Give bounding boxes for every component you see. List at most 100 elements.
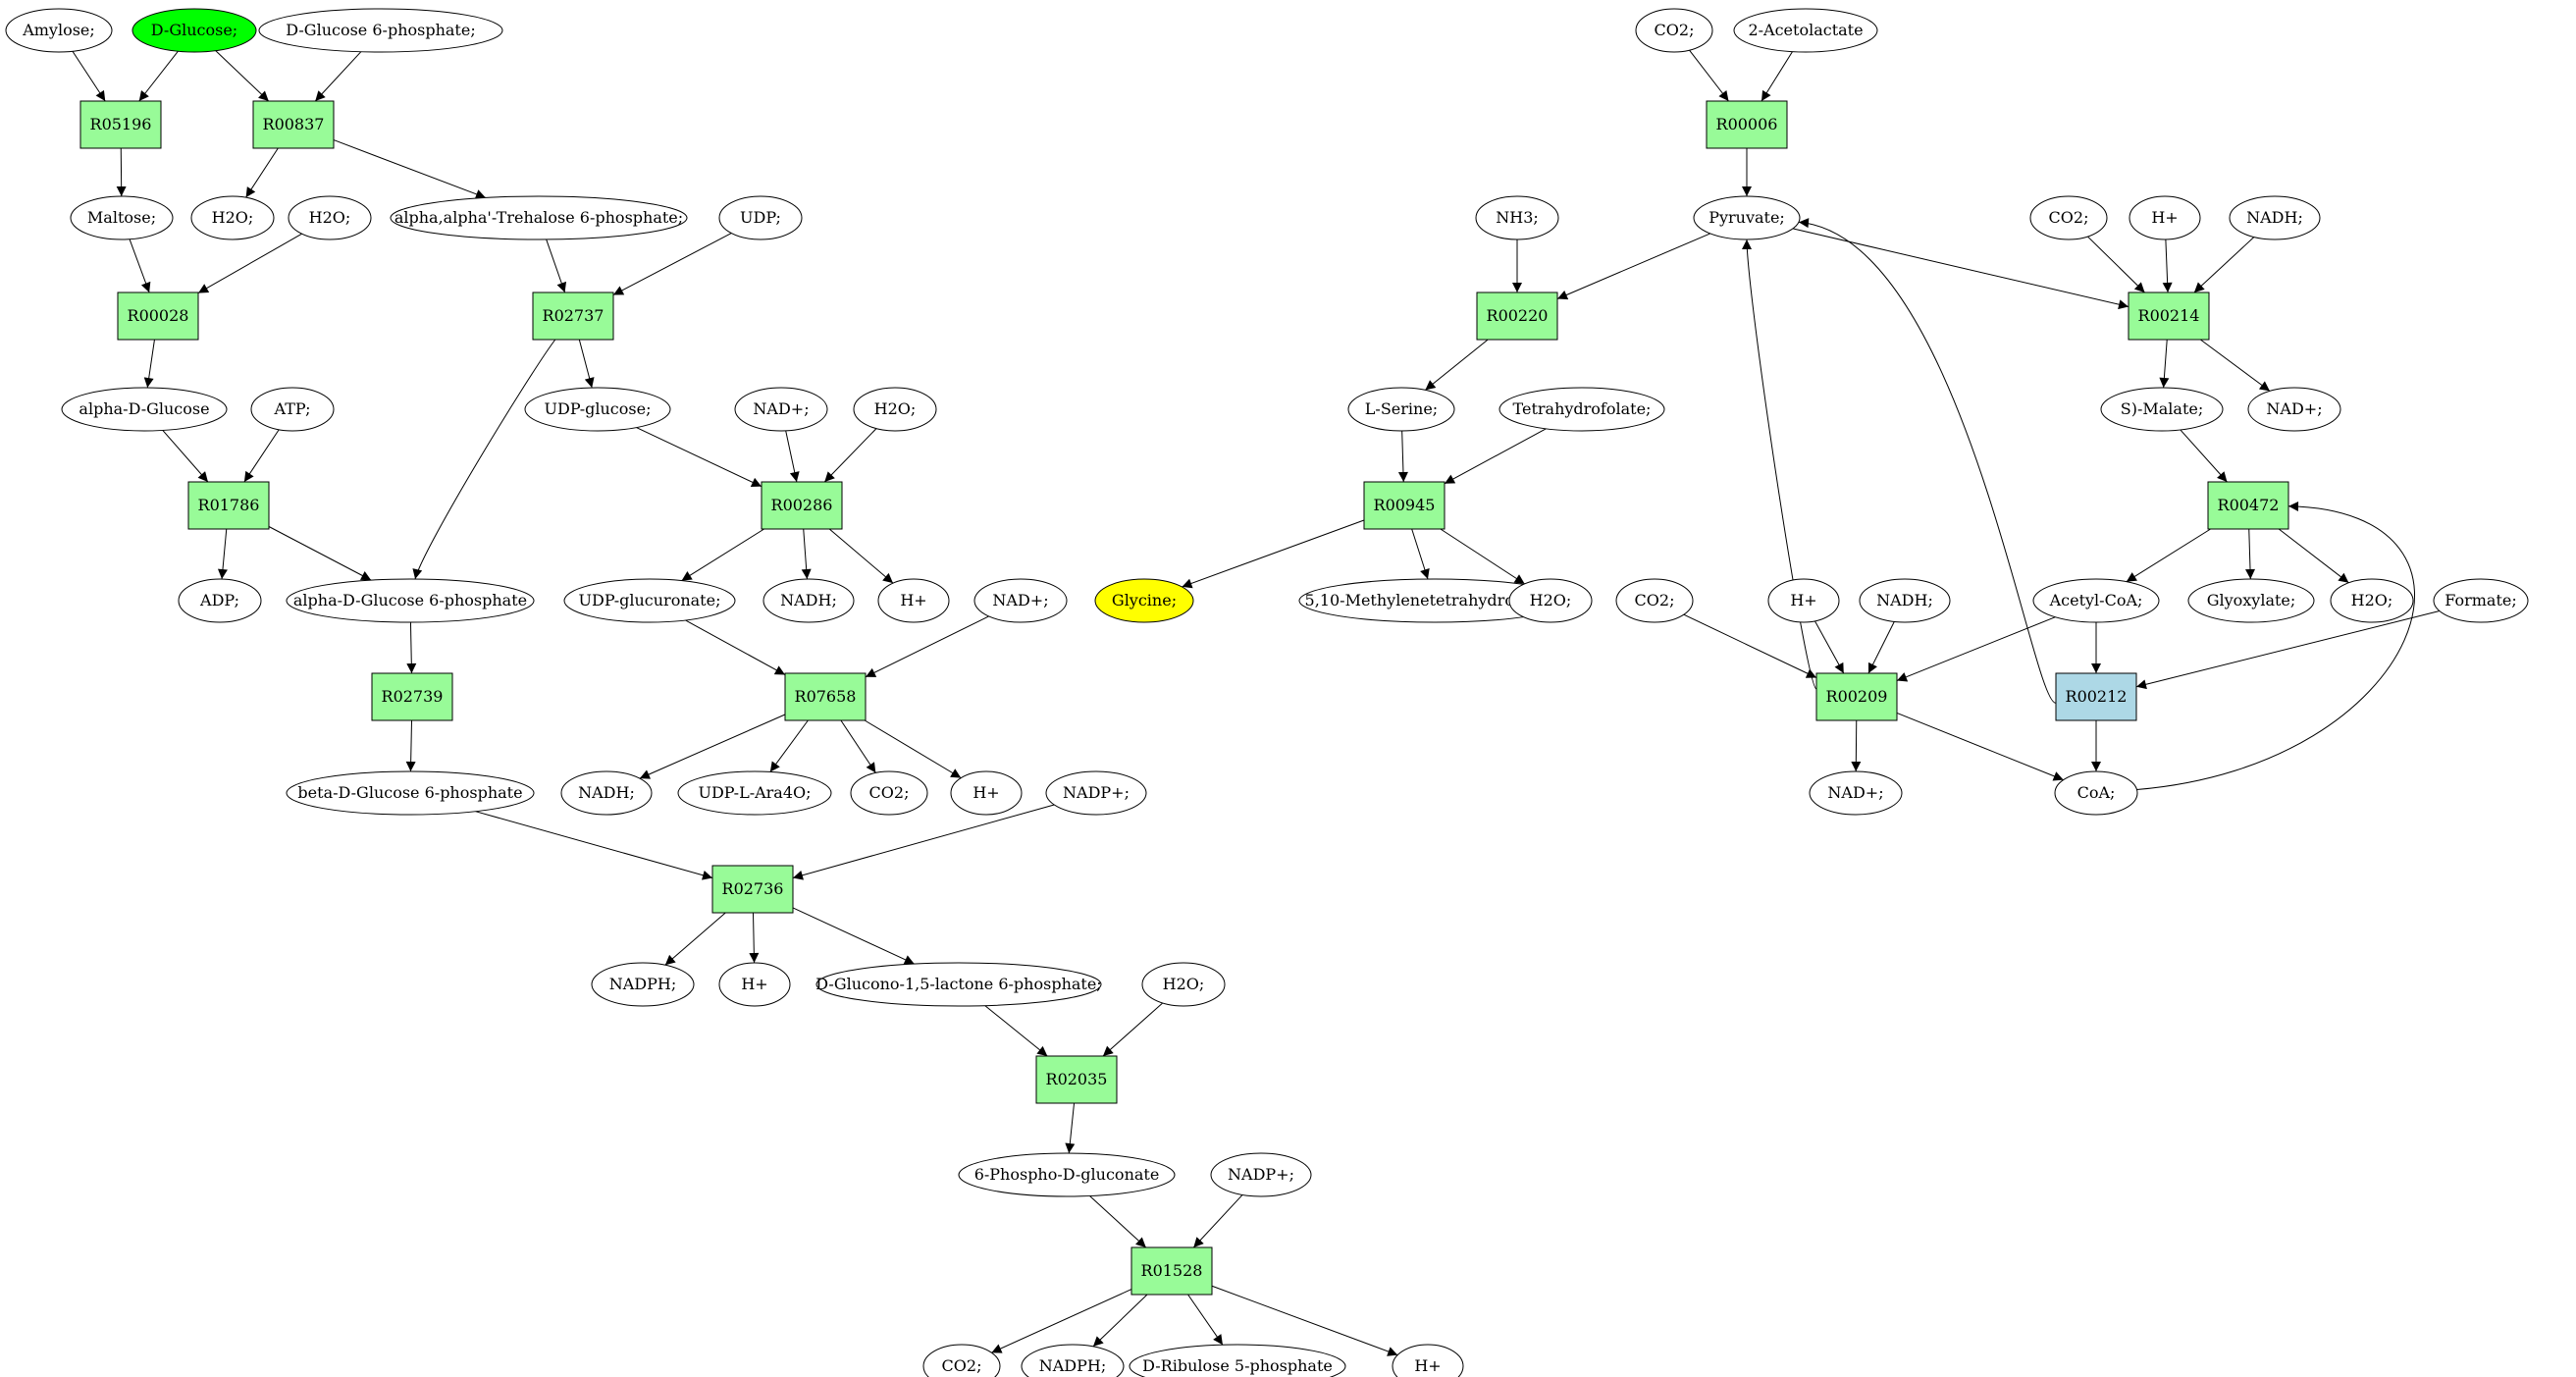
reaction-node-r00220[interactable]: R00220 xyxy=(1476,291,1558,341)
metabolite-node-h2o[interactable]: H2O; xyxy=(288,195,372,240)
metabolite-node-co2[interactable]: CO2; xyxy=(2029,195,2108,240)
reaction-node-r00945[interactable]: R00945 xyxy=(1363,481,1446,530)
reaction-box xyxy=(1476,291,1558,341)
metabolite-node-d-ribulose-5-phosphate[interactable]: D-Ribulose 5-phosphate xyxy=(1129,1344,1346,1377)
metabolite-node-nad[interactable]: NAD+; xyxy=(973,578,1068,623)
metabolite-node-co2[interactable]: CO2; xyxy=(1615,578,1694,623)
metabolite-node-co2[interactable]: CO2; xyxy=(1635,8,1713,53)
reaction-node-r00028[interactable]: R00028 xyxy=(117,291,199,341)
metabolite-node-udp-glucuronate[interactable]: UDP-glucuronate; xyxy=(563,578,736,623)
metabolite-node-nadp[interactable]: NADP+; xyxy=(1045,770,1147,816)
metabolite-node-nadph[interactable]: NADPH; xyxy=(591,962,695,1007)
metabolite-ellipse xyxy=(1210,1152,1312,1197)
metabolite-node-nadp[interactable]: NADP+; xyxy=(1210,1152,1312,1197)
metabolite-node-h2o[interactable]: H2O; xyxy=(2330,578,2414,623)
metabolite-node-h2o[interactable]: H2O; xyxy=(1141,962,1226,1007)
metabolite-node-udp-l-ara4o[interactable]: UDP-L-Ara4O; xyxy=(677,770,832,816)
reaction-node-r01786[interactable]: R01786 xyxy=(187,481,270,530)
edge-r00028-to-alpha-d-glucose xyxy=(143,339,155,389)
node-label: UDP; xyxy=(740,208,781,227)
metabolite-node-nh3[interactable]: NH3; xyxy=(1475,195,1559,240)
reaction-node-r02737[interactable]: R02737 xyxy=(532,291,614,341)
reaction-node-r02739[interactable]: R02739 xyxy=(371,672,453,721)
metabolite-node-pyruvate[interactable]: Pyruvate; xyxy=(1693,195,1801,240)
metabolite-ellipse xyxy=(762,578,855,623)
metabolite-node-alpha-d-glucose-6-phosphate[interactable]: alpha-D-Glucose 6-phosphate xyxy=(286,578,535,623)
reaction-node-r05196[interactable]: R05196 xyxy=(79,100,162,149)
reaction-box xyxy=(1815,672,1898,721)
metabolite-node-beta-d-glucose-6-phosphate[interactable]: beta-D-Glucose 6-phosphate xyxy=(286,770,535,816)
metabolite-node-d-glucono-1-5-lactone-6-phosphate[interactable]: D-Glucono-1,5-lactone 6-phosphate; xyxy=(815,962,1102,1007)
edge-beta-d-glucose-6-phosphate-to-r02736 xyxy=(475,811,713,880)
metabolite-node-6-phospho-d-gluconate[interactable]: 6-Phospho-D-gluconate xyxy=(958,1152,1176,1197)
metabolite-node-nadh[interactable]: NADH; xyxy=(762,578,855,623)
reaction-node-r00209[interactable]: R00209 xyxy=(1815,672,1898,721)
metabolite-node-h[interactable]: H+ xyxy=(877,578,950,623)
metabolite-node-alpha-alpha-trehalose-6-phosphate[interactable]: alpha,alpha'-Trehalose 6-phosphate; xyxy=(390,195,688,240)
metabolite-node-atp[interactable]: ATP; xyxy=(250,387,335,432)
node-label: R02035 xyxy=(1046,1070,1108,1088)
metabolite-node-glycine[interactable]: Glycine; xyxy=(1094,578,1194,623)
reaction-node-r00286[interactable]: R00286 xyxy=(761,481,843,530)
metabolite-node-acetyl-coa[interactable]: Acetyl-CoA; xyxy=(2032,578,2160,623)
metabolite-node-nadh[interactable]: NADH; xyxy=(560,770,653,816)
metabolite-node-nadh[interactable]: NADH; xyxy=(2229,195,2321,240)
metabolite-node-h2o[interactable]: H2O; xyxy=(853,387,937,432)
reaction-box xyxy=(711,865,794,914)
metabolite-node-nad[interactable]: NAD+; xyxy=(734,387,828,432)
metabolite-node-nadh[interactable]: NADH; xyxy=(1859,578,1951,623)
reaction-node-r00472[interactable]: R00472 xyxy=(2207,481,2289,530)
reaction-node-r00212[interactable]: R00212 xyxy=(2055,672,2137,721)
node-label: H+ xyxy=(973,783,999,802)
metabolite-node-udp-glucose[interactable]: UDP-glucose; xyxy=(524,387,671,432)
metabolite-node-h[interactable]: H+ xyxy=(1392,1344,1464,1377)
node-label: D-Glucono-1,5-lactone 6-phosphate; xyxy=(815,975,1101,993)
metabolite-node-h2o[interactable]: H2O; xyxy=(190,195,275,240)
metabolite-node-l-serine[interactable]: L-Serine; xyxy=(1347,387,1455,432)
reaction-node-r02736[interactable]: R02736 xyxy=(711,865,794,914)
metabolite-node-co2[interactable]: CO2; xyxy=(922,1344,1001,1377)
reaction-node-r02035[interactable]: R02035 xyxy=(1035,1055,1118,1104)
node-label: H2O; xyxy=(309,208,351,227)
metabolite-node-d-glucose-6-phosphate[interactable]: D-Glucose 6-phosphate; xyxy=(258,8,503,53)
metabolite-node-nad[interactable]: NAD+; xyxy=(2247,387,2341,432)
metabolite-ellipse xyxy=(258,8,503,53)
reaction-node-r00214[interactable]: R00214 xyxy=(2128,291,2210,341)
edge-2-acetolactate-to-r00006 xyxy=(1761,51,1793,102)
reaction-node-r00837[interactable]: R00837 xyxy=(252,100,335,149)
metabolite-node-h[interactable]: H+ xyxy=(2129,195,2201,240)
node-label: NADH; xyxy=(2246,208,2303,227)
reaction-node-r07658[interactable]: R07658 xyxy=(784,672,867,721)
node-label: D-Glucose; xyxy=(151,21,237,39)
metabolite-node-h[interactable]: H+ xyxy=(718,962,791,1007)
edge-nadh-to-r00209 xyxy=(1867,621,1895,674)
metabolite-node-s-malate[interactable]: S)-Malate; xyxy=(2100,387,2224,432)
edge-r00945-to-5-10-methylenetetrahydrofolate xyxy=(1411,528,1430,580)
metabolite-node-udp[interactable]: UDP; xyxy=(718,195,803,240)
metabolite-node-h[interactable]: H+ xyxy=(1767,578,1840,623)
metabolite-node-amylose[interactable]: Amylose; xyxy=(5,8,113,53)
edge-s-malate-to-r00472 xyxy=(2180,429,2228,483)
metabolite-node-5-10-methylenetetrahydrofolate[interactable]: 5,10-Methylenetetrahydrofolate; xyxy=(1298,578,1571,623)
metabolite-node-h2o[interactable]: H2O; xyxy=(1508,578,1593,623)
metabolite-node-tetrahydrofolate[interactable]: Tetrahydrofolate; xyxy=(1498,387,1665,432)
metabolite-node-glyoxylate[interactable]: Glyoxylate; xyxy=(2187,578,2315,623)
edge-6-phospho-d-gluconate-to-r01528 xyxy=(1089,1195,1147,1248)
metabolite-node-adp[interactable]: ADP; xyxy=(178,578,262,623)
reaction-node-r00006[interactable]: R00006 xyxy=(1706,100,1788,149)
metabolite-ellipse xyxy=(286,770,535,816)
metabolite-node-nad[interactable]: NAD+; xyxy=(1809,770,1903,816)
metabolite-ellipse xyxy=(1767,578,1840,623)
metabolite-node-maltose[interactable]: Maltose; xyxy=(70,195,174,240)
metabolite-node-nadph[interactable]: NADPH; xyxy=(1021,1344,1125,1377)
node-label: R05196 xyxy=(90,115,152,133)
metabolite-node-alpha-d-glucose[interactable]: alpha-D-Glucose xyxy=(61,387,228,432)
metabolite-node-co2[interactable]: CO2; xyxy=(850,770,928,816)
metabolite-node-h[interactable]: H+ xyxy=(950,770,1023,816)
metabolite-node-formate[interactable]: Formate; xyxy=(2433,578,2529,623)
metabolite-node-d-glucose[interactable]: D-Glucose; xyxy=(131,8,257,53)
metabolite-node-coa[interactable]: CoA; xyxy=(2054,770,2138,816)
reaction-node-r01528[interactable]: R01528 xyxy=(1130,1246,1213,1296)
edge-amylose-to-r05196 xyxy=(72,50,106,102)
metabolite-node-2-acetolactate[interactable]: 2-Acetolactate xyxy=(1733,8,1878,53)
